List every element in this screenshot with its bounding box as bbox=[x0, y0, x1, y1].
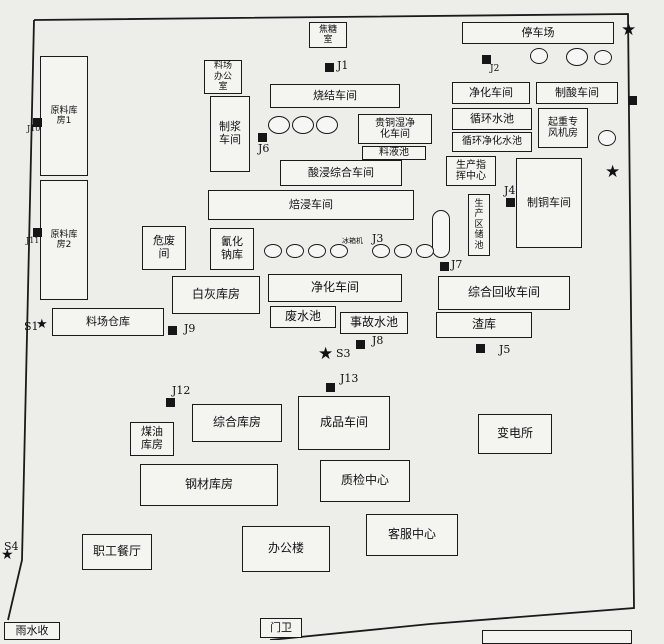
building-liaochang-office[interactable]: 料场 办公 室 bbox=[204, 60, 242, 94]
building-meiyou[interactable]: 煤油 库房 bbox=[130, 422, 174, 456]
building-bottom-right bbox=[482, 630, 632, 644]
small-label-bingqu: 冰箱机 bbox=[342, 237, 363, 245]
tank bbox=[308, 244, 326, 258]
building-gui-tong[interactable]: 贵铜湿净 化车间 bbox=[358, 114, 432, 144]
tank bbox=[432, 210, 450, 258]
marker-j8-label: J8 bbox=[372, 334, 384, 347]
tank bbox=[594, 50, 612, 65]
monitor-star-icon: ★ bbox=[318, 344, 334, 364]
building-qinghua[interactable]: 氰化 钠库 bbox=[210, 228, 254, 270]
marker-j5 bbox=[476, 344, 485, 353]
marker-j12-label: J12 bbox=[172, 384, 191, 397]
marker-j2-label: J2 bbox=[490, 64, 500, 74]
marker-j1-label: J1 bbox=[337, 59, 349, 72]
tank bbox=[292, 116, 314, 134]
building-menwei[interactable]: 门卫 bbox=[260, 618, 302, 638]
building-storage-pool[interactable]: 生 产 区 储 池 bbox=[468, 194, 490, 256]
marker-j10-label: J10 bbox=[27, 124, 41, 133]
building-shigu-shuichi[interactable]: 事故水池 bbox=[340, 312, 408, 334]
monitor-star-icon: ★ bbox=[1, 547, 14, 563]
building-yuanliao-2[interactable]: 原料库 房2 bbox=[40, 180, 88, 300]
building-shaojie[interactable]: 烧结车间 bbox=[270, 84, 400, 108]
building-kefu[interactable]: 客服中心 bbox=[366, 514, 458, 556]
building-jiaohua[interactable]: 焦糖 室 bbox=[309, 22, 347, 48]
building-biandian[interactable]: 变电所 bbox=[478, 414, 552, 454]
tank bbox=[394, 244, 412, 258]
marker-j10 bbox=[33, 118, 42, 127]
tank bbox=[330, 244, 348, 258]
monitor-star-icon: ★ bbox=[36, 317, 48, 332]
building-baihui[interactable]: 白灰库房 bbox=[172, 276, 260, 314]
marker-j9-label: J9 bbox=[184, 322, 196, 335]
marker-j6-label: J6 bbox=[258, 142, 270, 155]
building-chengpin[interactable]: 成品车间 bbox=[298, 396, 390, 450]
building-liaoye-chi[interactable]: 料液池 bbox=[362, 146, 426, 160]
building-xunhuan-jinghua[interactable]: 循环净化水池 bbox=[452, 132, 532, 152]
building-fei-shuichi[interactable]: 废水池 bbox=[270, 306, 336, 328]
monitor-star-icon: ★ bbox=[605, 162, 621, 182]
building-parking[interactable]: 停车场 bbox=[462, 22, 614, 44]
building-zonghe-huishou[interactable]: 综合回收车间 bbox=[438, 276, 570, 310]
marker-j7 bbox=[440, 262, 449, 271]
marker-j3-label: J3 bbox=[372, 232, 384, 245]
marker-j12 bbox=[166, 398, 175, 407]
marker-j7-label: J7 bbox=[451, 258, 463, 271]
building-shengchan-zhihui[interactable]: 生产指 挥中心 bbox=[446, 156, 496, 186]
marker-j2 bbox=[482, 55, 491, 64]
marker-j9 bbox=[168, 326, 177, 335]
building-shaojin[interactable]: 焙浸车间 bbox=[208, 190, 414, 220]
building-qiche-fengji[interactable]: 起重专 风机房 bbox=[538, 108, 588, 148]
building-suanjin-zonghe[interactable]: 酸浸综合车间 bbox=[280, 160, 402, 186]
building-jinghua-top[interactable]: 净化车间 bbox=[452, 82, 530, 104]
building-weifei[interactable]: 危废 间 bbox=[142, 226, 186, 270]
marker-s1-label: S1 bbox=[24, 320, 39, 333]
building-zhaku[interactable]: 渣库 bbox=[436, 312, 532, 338]
marker-j13-label: J13 bbox=[340, 372, 359, 385]
tank bbox=[372, 244, 390, 258]
marker-j11-label: J11 bbox=[26, 236, 40, 245]
marker-s3-label: S3 bbox=[336, 347, 351, 360]
building-zhijiang[interactable]: 制浆 车间 bbox=[210, 96, 250, 172]
tank bbox=[598, 130, 616, 146]
building-yuanliao-1[interactable]: 原料库 房1 bbox=[40, 56, 88, 176]
building-liaochang-cangku[interactable]: 料场仓库 bbox=[52, 308, 164, 336]
marker-j3-east bbox=[628, 96, 637, 105]
marker-j11 bbox=[33, 228, 42, 237]
building-zhisuan[interactable]: 制酸车间 bbox=[536, 82, 618, 104]
marker-j6 bbox=[258, 133, 267, 142]
tank bbox=[530, 48, 548, 64]
building-jinghua[interactable]: 净化车间 bbox=[268, 274, 402, 302]
marker-j5-label: J5 bbox=[499, 343, 511, 356]
marker-s4-label: S4 bbox=[4, 540, 19, 553]
marker-j4 bbox=[506, 198, 515, 207]
monitor-star-icon: ★ bbox=[621, 20, 637, 40]
building-xunhuan-shuichi[interactable]: 循环水池 bbox=[452, 108, 532, 130]
marker-j13 bbox=[326, 383, 335, 392]
building-yushui[interactable]: 雨水收 bbox=[4, 622, 60, 640]
building-bangong-lou[interactable]: 办公楼 bbox=[242, 526, 330, 572]
tank bbox=[566, 48, 588, 66]
marker-j8 bbox=[356, 340, 365, 349]
building-zhitong[interactable]: 制铜车间 bbox=[516, 158, 582, 248]
tank bbox=[316, 116, 338, 134]
tank bbox=[268, 116, 290, 134]
building-zonghe-kufang[interactable]: 综合库房 bbox=[192, 404, 282, 442]
marker-j1 bbox=[325, 63, 334, 72]
tank bbox=[416, 244, 434, 258]
marker-j4-label: J4 bbox=[504, 184, 516, 197]
tank bbox=[286, 244, 304, 258]
building-zhijian[interactable]: 质检中心 bbox=[320, 460, 410, 502]
building-zhigong-canting[interactable]: 职工餐厅 bbox=[82, 534, 152, 570]
tank bbox=[264, 244, 282, 258]
building-gangcai[interactable]: 钢材库房 bbox=[140, 464, 278, 506]
